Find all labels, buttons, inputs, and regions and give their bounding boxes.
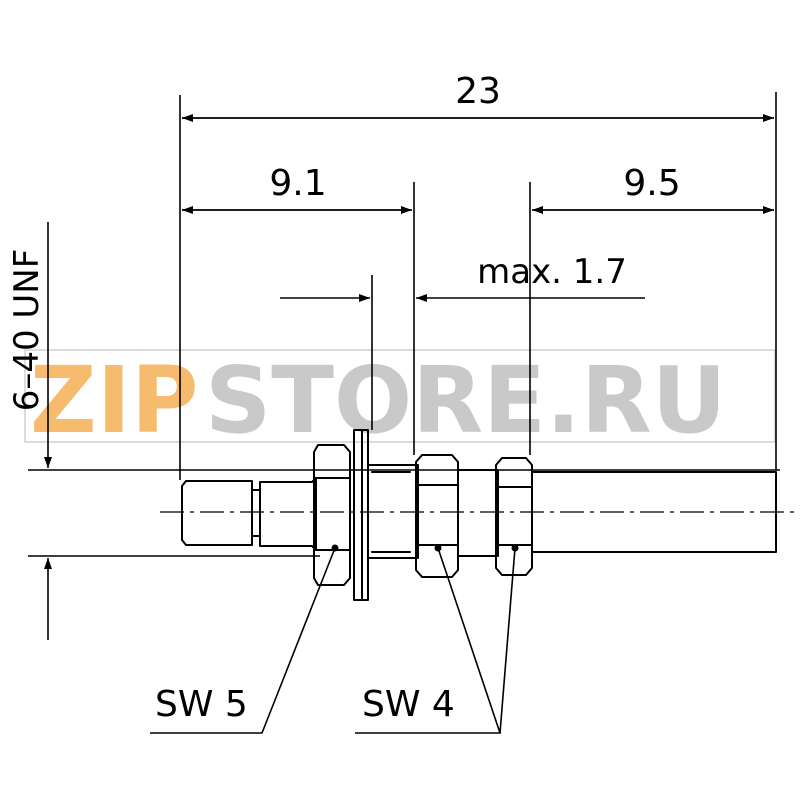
label-sw4: SW 4 <box>362 684 455 725</box>
panel-washer <box>353 429 369 601</box>
dim-thread: 6–40 UNF <box>7 249 47 412</box>
connector-body <box>181 429 777 601</box>
watermark: ZIP STORE.RU <box>24 347 776 454</box>
dim-rear-length: 9.5 <box>623 163 680 204</box>
dim-overall-length: 23 <box>455 71 501 112</box>
hex-nut-sw4-front <box>415 454 459 578</box>
dim-panel-thickness: max. 1.7 <box>477 252 627 292</box>
watermark-left-text: ZIP <box>30 347 198 454</box>
hex-nut-sw5 <box>313 444 351 586</box>
leader-dot-sw4-rear <box>511 544 519 552</box>
leader-dot-sw4-front <box>434 544 442 552</box>
label-sw5: SW 5 <box>155 684 248 725</box>
leader-dot-sw5 <box>331 544 339 552</box>
watermark-frame <box>24 349 776 443</box>
dimension-lines <box>44 114 774 640</box>
front-sleeve <box>259 477 317 551</box>
leader-sw4-rear <box>499 547 516 734</box>
leader-sw5 <box>150 547 336 734</box>
hex-nut-sw4-rear <box>495 457 533 576</box>
watermark-right-text: STORE.RU <box>205 347 726 454</box>
dim-front-length: 9.1 <box>269 163 326 204</box>
leader-lines <box>150 547 516 734</box>
front-tip <box>181 480 253 546</box>
extension-lines <box>28 92 780 557</box>
